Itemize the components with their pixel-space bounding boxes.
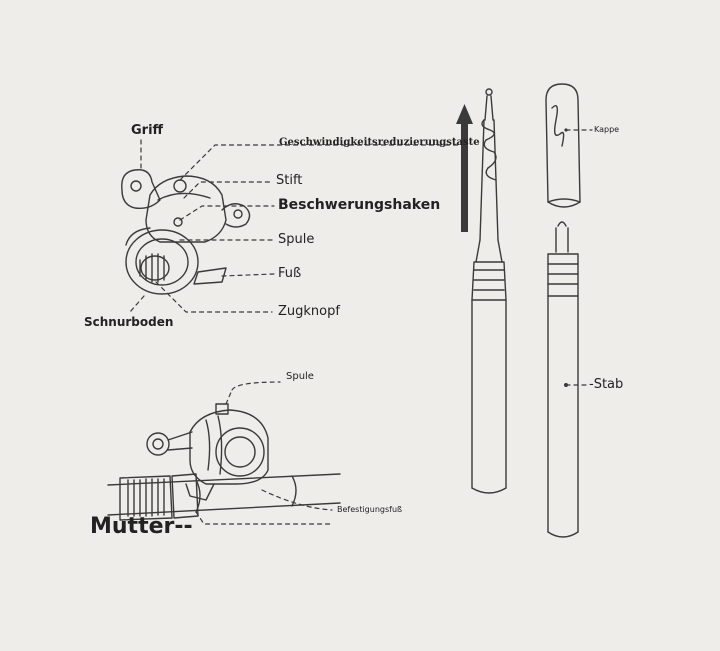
label-stift: Stift	[276, 173, 303, 188]
label-fuss: Fuß	[278, 266, 302, 281]
capped-rod	[545, 83, 581, 538]
label-kappe: Kappe	[594, 125, 620, 134]
telescopic-rod	[471, 88, 507, 494]
bottom-reel	[107, 403, 341, 521]
leader-lines	[129, 129, 593, 525]
extend-arrow-icon	[456, 104, 473, 232]
label-befestigungsfuss: Befestigungsfuß	[337, 505, 403, 514]
label-schnurboden: Schnurboden	[84, 315, 174, 329]
label-mutter: Mutter--	[90, 514, 193, 539]
label-beschwerungshaken: Beschwerungshaken	[278, 197, 441, 213]
label-spule-bottom: Spule	[286, 371, 314, 382]
label-stab: -Stab	[589, 377, 624, 392]
label-geschwindigkeitsreduzierungstaste: Geschwindigkeitsreduzierungstaste	[279, 137, 480, 148]
label-zugknopf: Zugknopf	[278, 304, 340, 319]
label-spule-top: Spule	[278, 232, 315, 247]
label-griff: Griff	[131, 123, 164, 138]
